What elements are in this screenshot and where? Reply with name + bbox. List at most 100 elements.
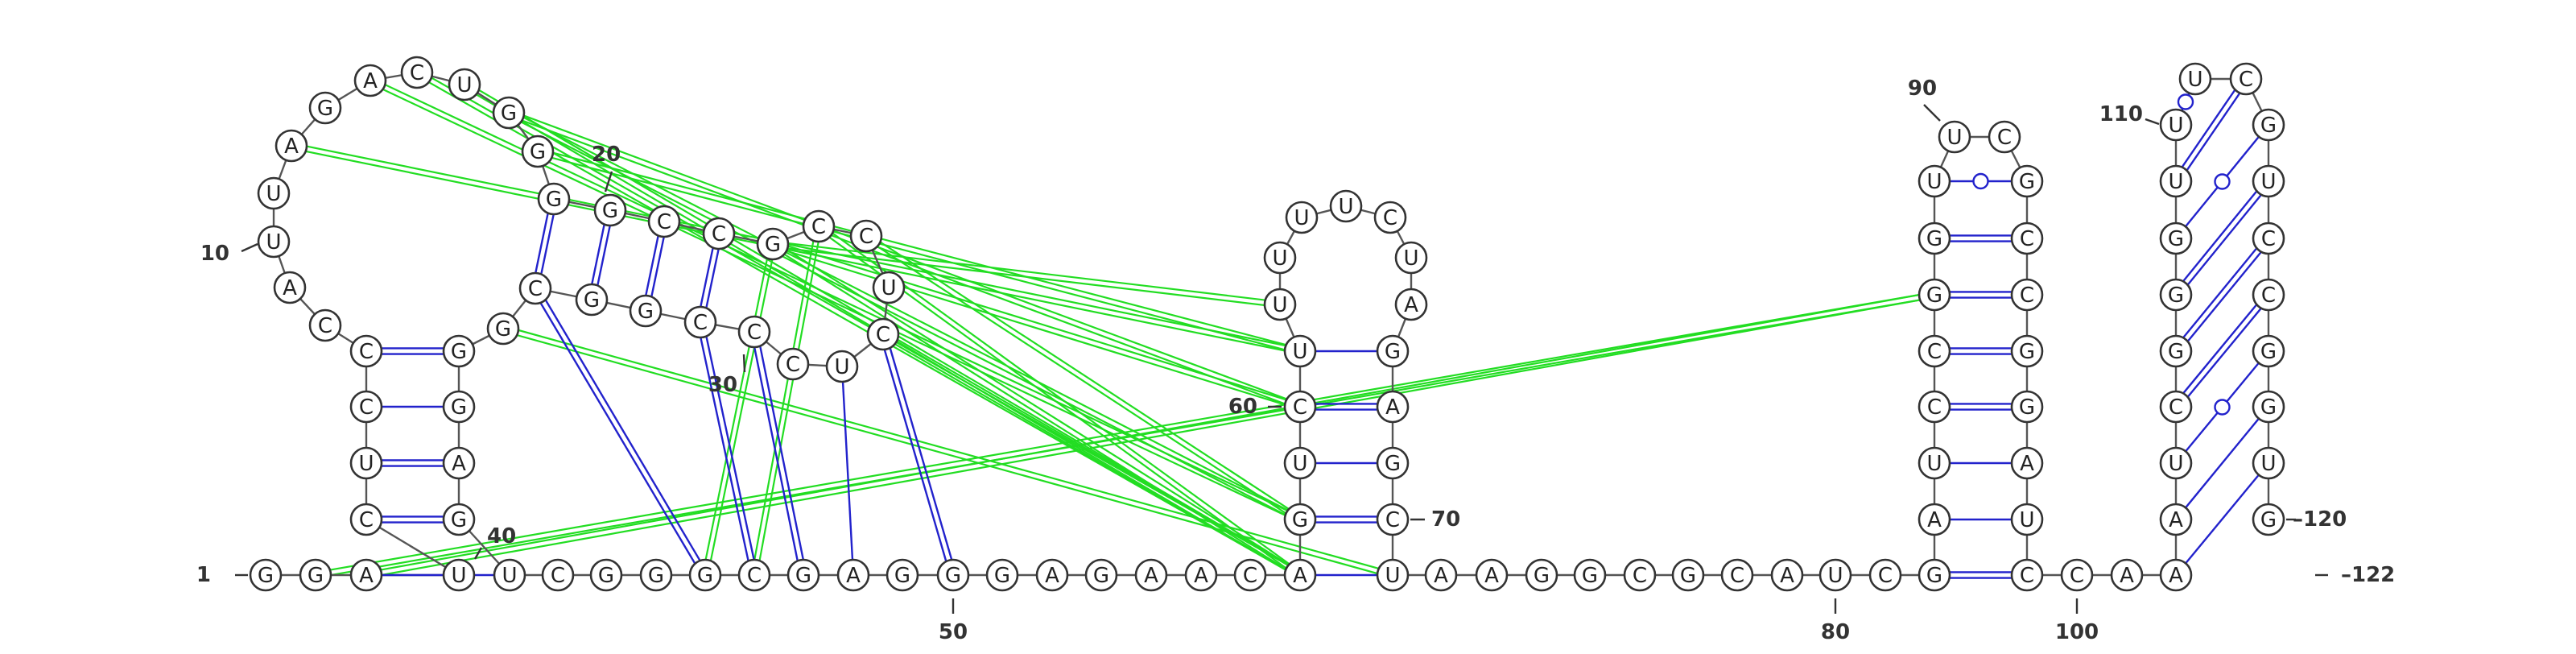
nucleotide-21: G (593, 193, 627, 227)
nucleotide-circle (1720, 558, 1754, 592)
nucleotide-letter: C (876, 323, 890, 347)
base-pair-line (2182, 190, 2258, 282)
nucleotide-78: C (1623, 558, 1657, 592)
nucleotide-69: G (1376, 334, 1410, 368)
nucleotide-letter: C (786, 353, 800, 377)
base-pair-line (2186, 251, 2262, 342)
tertiary-link (773, 240, 1302, 405)
nucleotide-letter: U (358, 452, 374, 476)
nucleotide-letter: G (1093, 564, 1109, 588)
tertiary-link (864, 237, 1299, 523)
nucleotide-circle (1918, 278, 1951, 312)
nucleotide-circle (1918, 503, 1951, 536)
nucleotide-100: U (2010, 503, 2044, 536)
nucleotide-circle (1918, 558, 1951, 592)
nucleotide-15: A (353, 64, 387, 97)
base-pair-line (2186, 93, 2241, 172)
nucleotide-letter: G (648, 564, 664, 588)
nucleotide-letter: C (1997, 126, 2012, 150)
base-pair-line (535, 213, 549, 273)
nucleotide-letter: G (1926, 564, 1942, 588)
nucleotide-108: G (2159, 334, 2193, 368)
nucleotide-circle (702, 217, 736, 250)
nucleotide-circle (802, 209, 836, 243)
nucleotide-122: G (2252, 503, 2285, 536)
nucleotide-letter: C (318, 314, 332, 338)
nucleotide-circle (1035, 558, 1069, 592)
nucleotide-circle (1373, 201, 1407, 234)
tertiary-link (867, 233, 1302, 519)
numbering-tick (473, 547, 483, 560)
nucleotide-22: C (647, 205, 681, 238)
nucleotide-circle (492, 96, 526, 130)
tertiary-link (291, 142, 1301, 350)
nucleotide-circle (1376, 446, 1410, 480)
tertiary-link (707, 244, 777, 576)
tertiary-link (536, 153, 1300, 355)
nucleotide-circle (1988, 120, 2021, 154)
nucleotide-71: G (1376, 446, 1410, 480)
nucleotide-letter: U (502, 564, 517, 588)
tertiary-link (369, 81, 1300, 523)
nucleotide-16: C (400, 56, 434, 89)
nucleotide-circle (400, 56, 434, 89)
nucleotide-91: U (1918, 164, 1951, 198)
nucleotide-circle (886, 558, 919, 592)
numbering-label-70: 70 (1431, 507, 1460, 532)
nucleotide-letter: G (1534, 564, 1550, 588)
nucleotide-letter: C (2070, 564, 2084, 588)
nucleotide-letter: A (363, 69, 378, 93)
nucleotide-letter: A (2120, 564, 2134, 588)
nucleotide-letter: U (1946, 126, 1962, 150)
nucleotide-circle (1283, 390, 1317, 424)
nucleotide-circle (2252, 221, 2285, 255)
nucleotide-letter: G (530, 140, 546, 164)
wobble-pair-marker (1972, 172, 1989, 190)
nucleotide-circle (2010, 446, 2044, 480)
nucleotide-47: G (786, 558, 820, 592)
base-pair-line (539, 302, 696, 565)
nucleotide-letter: G (1292, 508, 1308, 532)
nucleotide-circle (442, 446, 476, 480)
nucleotide-circle (2159, 334, 2193, 368)
base-pair-line (700, 247, 714, 307)
nucleotide-circle (1671, 558, 1705, 592)
nucleotide-85: A (1918, 503, 1951, 536)
nucleotide-20: G (537, 182, 571, 216)
nucleotide-circle (593, 193, 627, 227)
nucleotide-4: U (442, 558, 476, 592)
nucleotide-120: G (2252, 390, 2285, 424)
numbering-tick (742, 354, 746, 373)
wobble-pair-marker (2214, 173, 2231, 190)
nucleotide-letter: C (359, 395, 374, 420)
nucleotide-letter: C (410, 61, 424, 85)
nucleotide-letter: G (2260, 395, 2277, 420)
tertiary-link (881, 335, 1299, 578)
nucleotide-letter: C (693, 311, 708, 335)
nucleotide-81: A (1770, 558, 1804, 592)
nucleotide-3: A (349, 558, 383, 592)
nucleotide-letter: G (894, 564, 910, 588)
nucleotide-circle (2159, 164, 2193, 198)
nucleotide-letter: A (1045, 564, 1059, 588)
nucleotide-112: U (2159, 108, 2193, 142)
nucleotide-circle (1525, 558, 1558, 592)
nucleotide-95: C (2010, 221, 2044, 255)
nucleotide-letter: G (451, 508, 467, 532)
nucleotide-circle (537, 182, 571, 216)
tertiary-link (502, 330, 1393, 579)
nucleotide-36: G (486, 312, 520, 346)
nucleotide-circle (575, 283, 609, 317)
nucleotide-18: G (492, 96, 526, 130)
nucleotide-113: U (2178, 62, 2212, 96)
nucleotide-23: C (702, 217, 736, 250)
nucleotide-letter: A (452, 452, 466, 476)
base-pair-line (2182, 247, 2258, 338)
nucleotide-circle (737, 558, 771, 592)
nucleotide-letter: C (359, 340, 374, 364)
base-pair-line (889, 347, 953, 561)
nucleotide-circle (2010, 558, 2044, 592)
nucleotide-53: G (1084, 558, 1118, 592)
nucleotide-75: A (1475, 558, 1509, 592)
